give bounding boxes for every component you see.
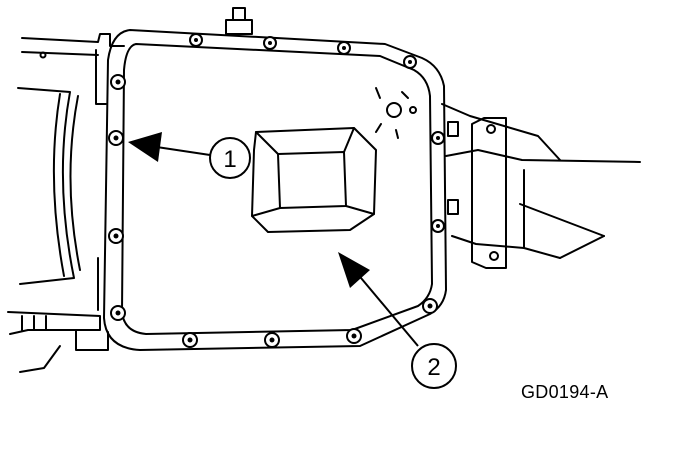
transmission-case — [7, 33, 125, 373]
figure-code: GD0194-A — [521, 382, 609, 402]
callout-2: 2 — [338, 252, 457, 389]
callout-1-arrowhead — [128, 132, 162, 162]
callout-2-label: 2 — [427, 354, 440, 381]
pan-bolts — [108, 33, 445, 348]
oil-pan-center-dome — [251, 127, 377, 233]
drain-fitting — [375, 87, 417, 139]
oil-pan-body — [121, 43, 433, 335]
callout-1: 1 — [128, 132, 251, 179]
extension-housing — [441, 103, 641, 269]
callout-2-arrowhead — [338, 252, 370, 288]
filler-tube — [225, 7, 253, 35]
callout-1-label: 1 — [223, 146, 236, 173]
oil-pan-flange — [103, 29, 447, 351]
